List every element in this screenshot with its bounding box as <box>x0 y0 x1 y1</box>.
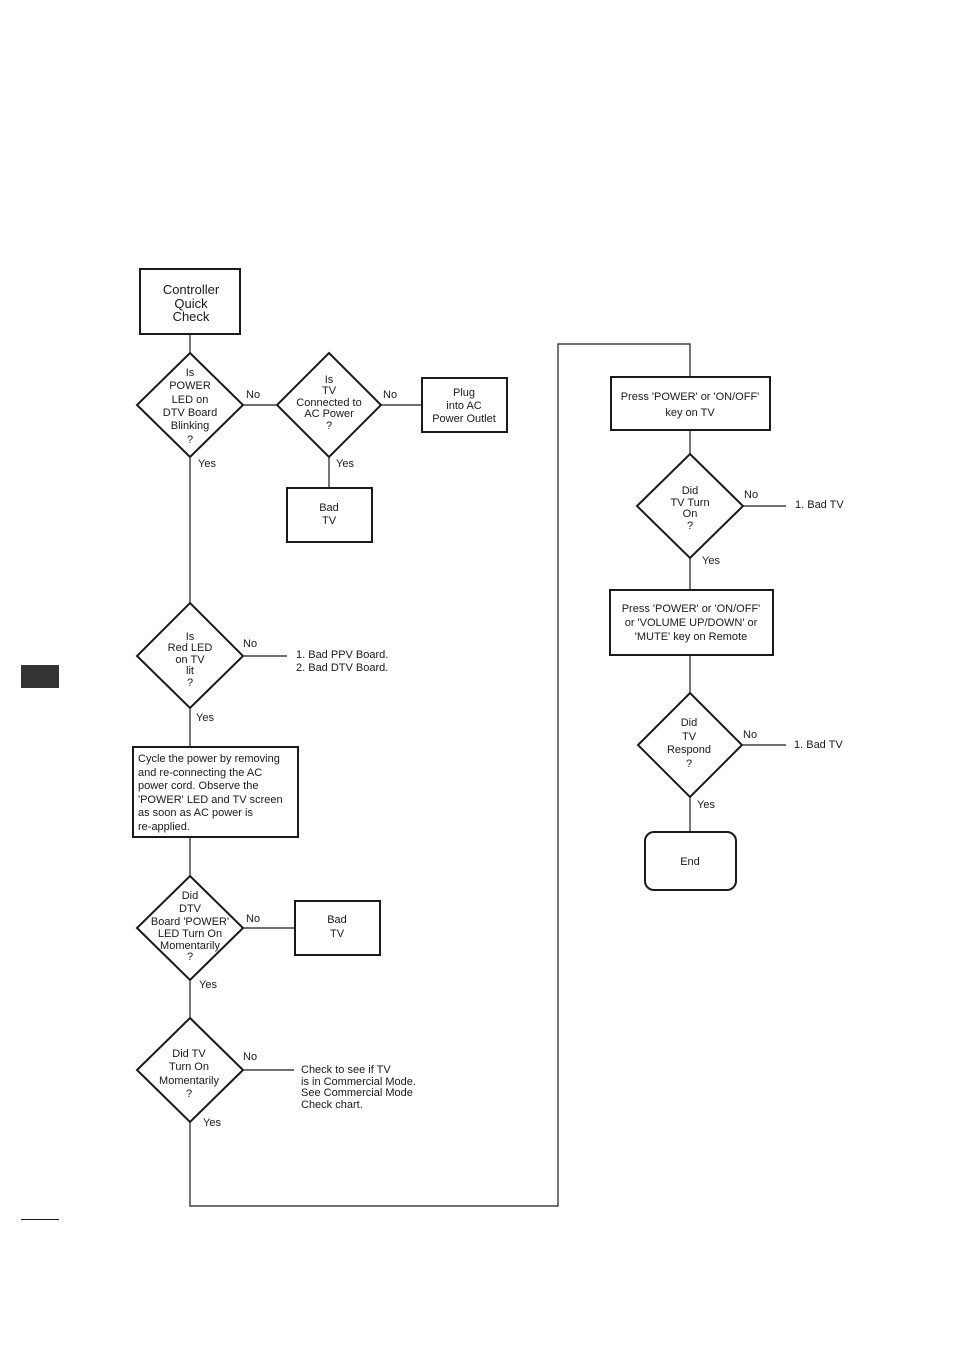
bad-tv-2-line: TV <box>330 928 345 940</box>
label-yes: Yes <box>336 458 354 470</box>
cycle-power-line: power cord. Observe the <box>138 780 258 792</box>
decision-power-led-line: Is <box>186 367 195 379</box>
plug-ac-line: Power Outlet <box>432 413 496 425</box>
decision-tv-respond-line: ? <box>686 758 692 770</box>
end-box: End <box>644 831 737 891</box>
decision-dtv-led-line: DTV <box>179 903 202 915</box>
press-power-remote-line: 'MUTE' key on Remote <box>635 631 747 643</box>
decision-ac-power-line: Is <box>325 374 334 386</box>
start-box: Controller Quick Check <box>139 268 241 335</box>
label-yes: Yes <box>196 712 214 724</box>
label-no: No <box>243 638 257 650</box>
label-no: No <box>744 489 758 501</box>
plug-ac-box: Plug into AC Power Outlet <box>421 377 508 433</box>
decision-tv-respond-line: Did <box>681 717 698 729</box>
decision-tv-momentary-line: ? <box>186 1088 192 1100</box>
cycle-power-line: Cycle the power by removing <box>138 753 280 765</box>
decision-red-led: Is Red LED on TV lit ? <box>135 601 245 710</box>
decision-power-led-line: POWER <box>169 380 211 392</box>
decision-ac-power-line: TV <box>322 385 337 397</box>
bad-tv-box-1: Bad TV <box>286 487 373 543</box>
press-power-tv-line: Press 'POWER' or 'ON/OFF' <box>621 391 760 403</box>
section-tab-marker <box>21 665 59 688</box>
cycle-power-line: re-applied. <box>138 821 190 833</box>
decision-tv-momentary-line: Turn On <box>169 1061 209 1073</box>
label-yes: Yes <box>198 458 216 470</box>
cycle-power-line: and re-connecting the AC <box>138 767 262 779</box>
decision-power-led: Is POWER LED on DTV Board Blinking ? <box>135 351 245 459</box>
cycle-power-line: as soon as AC power is <box>138 807 253 819</box>
connectors <box>189 334 786 1207</box>
commercial-mode-line: See Commercial Mode <box>301 1087 413 1099</box>
decision-tv-momentary-line: Momentarily <box>159 1075 219 1087</box>
commercial-mode-line: Check chart. <box>301 1099 363 1111</box>
decision-power-led-line: Blinking <box>171 420 210 432</box>
decision-dtv-led-line: LED Turn On <box>158 928 222 940</box>
decision-dtv-led-line: Board 'POWER' <box>151 916 229 928</box>
bad-tv-1-line: Bad <box>319 502 339 514</box>
commercial-mode-line: Check to see if TV <box>301 1064 391 1076</box>
bad-tv-box-2: Bad TV <box>294 900 381 956</box>
decision-tv-turn-on-line: On <box>683 508 698 520</box>
wire-tv-momentary-yes <box>189 343 691 1207</box>
decision-dtv-led-line: Momentarily <box>160 940 220 952</box>
red-led-no-outcome: 2. Bad DTV Board. <box>296 662 388 674</box>
decision-dtv-led-line: ? <box>187 951 193 963</box>
press-power-tv-line: key on TV <box>665 407 715 419</box>
press-power-remote-line: Press 'POWER' or 'ON/OFF' <box>622 603 761 615</box>
tv-turn-on-no-outcome: 1. Bad TV <box>795 499 844 511</box>
press-power-tv-box: Press 'POWER' or 'ON/OFF' key on TV <box>610 376 771 431</box>
start-box-line: Quick <box>174 296 208 311</box>
decision-dtv-led-line: Did <box>182 890 199 902</box>
red-led-no-outcome: 1. Bad PPV Board. <box>296 649 388 661</box>
commercial-mode-line: is in Commercial Mode. <box>301 1076 416 1088</box>
label-no: No <box>243 1051 257 1063</box>
bad-tv-2-line: Bad <box>327 914 347 926</box>
decision-tv-turn-on-line: TV Turn <box>670 497 709 509</box>
decision-ac-power: Is TV Connected to AC Power ? <box>275 351 383 459</box>
decision-tv-respond-line: Respond <box>667 744 711 756</box>
cycle-power-line: 'POWER' LED and TV screen <box>138 794 283 806</box>
label-no: No <box>246 389 260 401</box>
decision-tv-respond: Did TV Respond ? <box>636 691 744 799</box>
decision-red-led-line: ? <box>187 677 193 689</box>
label-yes: Yes <box>702 555 720 567</box>
cycle-power-box: Cycle the power by removing and re-conne… <box>132 746 299 838</box>
decision-tv-momentary: Did TV Turn On Momentarily ? <box>135 1016 245 1124</box>
decision-tv-turn-on-line: ? <box>687 520 693 532</box>
press-power-remote-box: Press 'POWER' or 'ON/OFF' or 'VOLUME UP/… <box>609 589 774 656</box>
label-yes: Yes <box>203 1117 221 1129</box>
bad-tv-1-line: TV <box>322 515 337 527</box>
label-yes: Yes <box>697 799 715 811</box>
tv-respond-no-outcome: 1. Bad TV <box>794 739 843 751</box>
decision-red-led-line: Is <box>186 631 195 643</box>
label-yes: Yes <box>199 979 217 991</box>
plug-ac-line: Plug <box>453 387 475 399</box>
label-no: No <box>743 729 757 741</box>
decision-ac-power-line: Connected to <box>296 397 361 409</box>
label-no: No <box>383 389 397 401</box>
decision-red-led-line: lit <box>186 665 194 677</box>
decision-tv-momentary-line: Did TV <box>172 1048 206 1060</box>
decision-tv-turn-on-line: Did <box>682 485 699 497</box>
decision-power-led-line: ? <box>187 434 193 446</box>
decision-ac-power-line: ? <box>326 420 332 432</box>
plug-ac-line: into AC <box>446 400 482 412</box>
label-no: No <box>246 913 260 925</box>
decision-power-led-line: DTV Board <box>163 407 217 419</box>
decision-power-led-line: LED on <box>172 394 209 406</box>
start-box-line: Controller <box>163 282 220 297</box>
footer-rule <box>21 1219 59 1220</box>
start-box-line: Check <box>173 309 210 324</box>
end-box-label: End <box>680 856 700 868</box>
decision-red-led-line: Red LED <box>168 642 213 654</box>
decision-red-led-line: on TV <box>175 654 205 666</box>
decision-tv-respond-line: TV <box>682 731 697 743</box>
decision-dtv-led: Did DTV Board 'POWER' LED Turn On Moment… <box>135 874 245 982</box>
decision-tv-turn-on: Did TV Turn On ? <box>635 452 745 560</box>
decision-ac-power-line: AC Power <box>304 408 354 420</box>
press-power-remote-line: or 'VOLUME UP/DOWN' or <box>625 617 758 629</box>
